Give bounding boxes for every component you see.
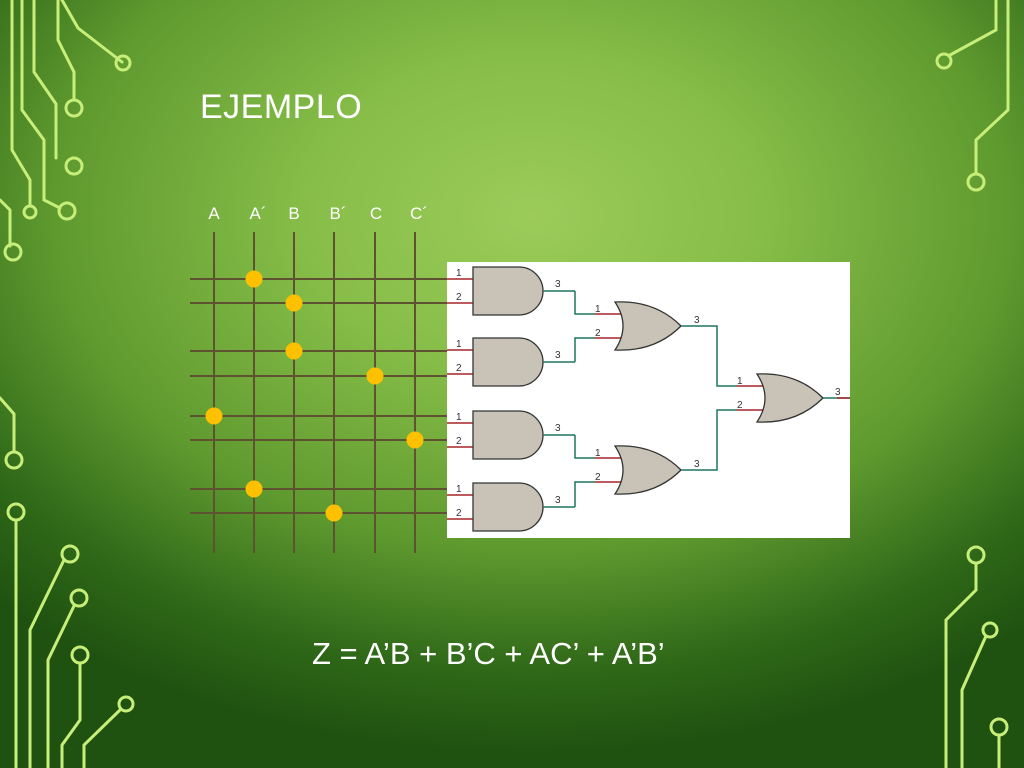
pin-label: 1	[595, 304, 601, 315]
connection-dot	[245, 270, 263, 288]
pin-label: 2	[456, 508, 462, 519]
pin-label: 3	[555, 495, 561, 506]
column-label-a: A	[208, 204, 220, 223]
connection-dot	[245, 480, 263, 498]
column-label-b: B	[288, 204, 300, 223]
connection-dot	[205, 407, 223, 425]
or-gate-final	[736, 373, 852, 423]
pin-label: 2	[456, 363, 462, 374]
pin-label: 3	[694, 315, 700, 326]
connection-dot	[366, 367, 384, 385]
column-label-a-not: A´	[249, 204, 267, 223]
and-gate-3	[446, 410, 576, 460]
logic-circuit-svg: 1 2 3 1 2 3 1 2 3 1 2 3 1 2 3 1 2 3 1 2 …	[446, 266, 852, 532]
pin-label: 2	[456, 292, 462, 303]
pin-label: 2	[456, 436, 462, 447]
connection-dot	[325, 504, 343, 522]
connection-dot	[285, 294, 303, 312]
pin-label: 1	[737, 376, 743, 387]
slide-title: EJEMPLO	[200, 88, 363, 126]
and-gate-1	[446, 266, 576, 316]
pin-label: 1	[456, 484, 462, 495]
matrix-row-lines	[190, 278, 450, 514]
and-gate-2	[446, 337, 576, 387]
pin-label: 3	[555, 279, 561, 290]
pin-label: 3	[694, 459, 700, 470]
matrix-column-lines	[213, 232, 416, 553]
connection-dot	[406, 431, 424, 449]
logic-circuit-diagram: 1 2 3 1 2 3 1 2 3 1 2 3 1 2 3 1 2 3 1 2 …	[446, 262, 852, 538]
pin-label: 2	[595, 328, 601, 339]
column-label-b-not: B´	[329, 204, 347, 223]
pin-label: 1	[595, 448, 601, 459]
boolean-equation: Z = A’B + B’C + AC’ + A’B’	[312, 636, 665, 671]
connection-wires	[574, 291, 737, 507]
or-gate-1	[594, 301, 710, 351]
or-gate-2	[594, 445, 710, 495]
pin-label: 3	[555, 423, 561, 434]
pin-label: 1	[456, 268, 462, 279]
connection-dot	[285, 342, 303, 360]
column-label-c-not: C´	[410, 204, 428, 223]
pin-label: 1	[456, 412, 462, 423]
pin-label: 2	[595, 472, 601, 483]
pin-label: 3	[835, 387, 841, 398]
and-gate-4	[446, 482, 576, 532]
pin-label: 2	[737, 400, 743, 411]
column-label-c: C	[369, 204, 383, 223]
matrix-connection-dots	[205, 270, 424, 522]
pin-label: 3	[555, 350, 561, 361]
pin-label: 1	[456, 339, 462, 350]
